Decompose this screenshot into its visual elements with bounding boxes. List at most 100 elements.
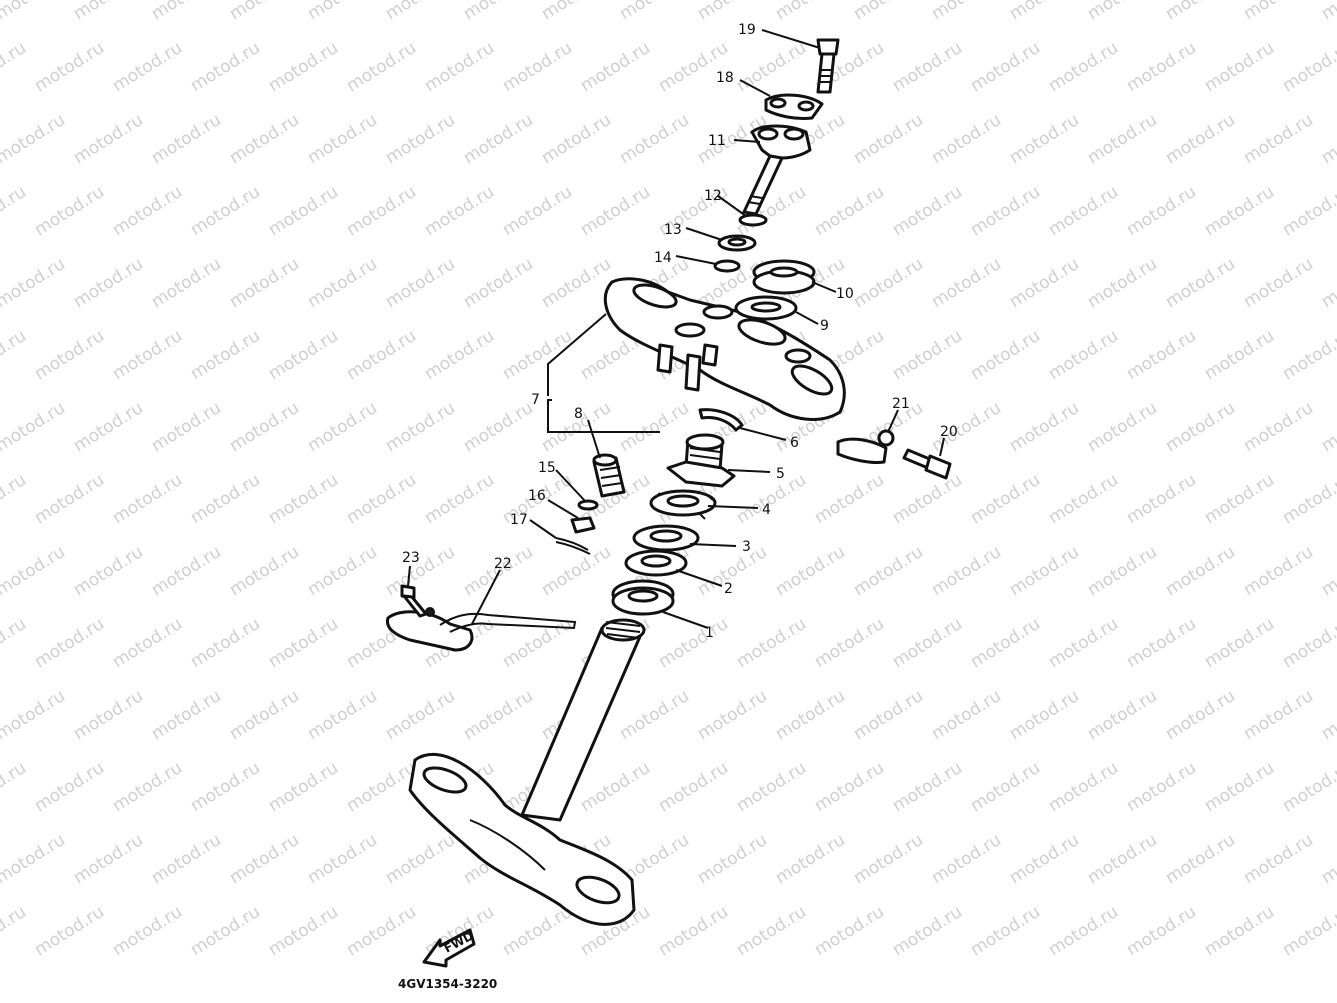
watermark-text: motod.ru	[0, 398, 69, 456]
watermark-text: motod.ru	[1162, 398, 1239, 456]
watermark-text: motod.ru	[811, 758, 888, 816]
watermark-text: motod.ru	[694, 830, 771, 888]
watermark-text: motod.ru	[1318, 0, 1337, 24]
callout-23: 23	[402, 550, 420, 566]
watermark-text: motod.ru	[1006, 686, 1083, 744]
watermark-text: motod.ru	[1006, 398, 1083, 456]
watermark-text: motod.ru	[0, 38, 30, 96]
watermark-text: motod.ru	[733, 902, 810, 960]
watermark-text: motod.ru	[1201, 902, 1278, 960]
race-2	[624, 549, 688, 577]
watermark-text: motod.ru	[928, 542, 1005, 600]
watermark-text: motod.ru	[382, 254, 459, 312]
watermark-text: motod.ru	[1162, 542, 1239, 600]
watermark-text: motod.ru	[967, 38, 1044, 96]
callout-21: 21	[892, 396, 910, 412]
callout-19: 19	[738, 22, 756, 38]
watermark-text: motod.ru	[616, 398, 693, 456]
callout-16: 16	[528, 488, 546, 504]
watermark-text: motod.ru	[265, 38, 342, 96]
watermark-text: motod.ru	[187, 38, 264, 96]
watermark-text: motod.ru	[304, 110, 381, 168]
watermark-text: motod.ru	[304, 686, 381, 744]
watermark-text: motod.ru	[148, 686, 225, 744]
watermark-text: motod.ru	[655, 758, 732, 816]
watermark-text: motod.ru	[421, 38, 498, 96]
watermark-text: motod.ru	[226, 830, 303, 888]
watermark-text: motod.ru	[1318, 110, 1337, 168]
watermark-text: motod.ru	[772, 830, 849, 888]
watermark-text: motod.ru	[421, 470, 498, 528]
watermark-text: motod.ru	[421, 326, 498, 384]
watermark-text: motod.ru	[0, 542, 69, 600]
watermark-text: motod.ru	[460, 398, 537, 456]
collar-14	[713, 259, 741, 273]
watermark-text: motod.ru	[1240, 254, 1317, 312]
watermark-text: motod.ru	[31, 326, 108, 384]
watermark-text: motod.ru	[694, 686, 771, 744]
callout-20: 20	[940, 424, 958, 440]
watermark-text: motod.ru	[109, 614, 186, 672]
watermark-text: motod.ru	[1162, 686, 1239, 744]
watermark-text: motod.ru	[226, 686, 303, 744]
callout-22: 22	[494, 556, 512, 572]
watermark-text: motod.ru	[70, 398, 147, 456]
upper-holder-18	[764, 93, 824, 120]
watermark-text: motod.ru	[1045, 470, 1122, 528]
watermark-text: motod.ru	[343, 38, 420, 96]
watermark-text: motod.ru	[538, 254, 615, 312]
watermark-text: motod.ru	[889, 902, 966, 960]
watermark-text: motod.ru	[811, 614, 888, 672]
watermark-text: motod.ru	[655, 902, 732, 960]
watermark-text: motod.ru	[382, 830, 459, 888]
watermark-text: motod.ru	[0, 686, 69, 744]
watermark-text: motod.ru	[1240, 110, 1317, 168]
watermark-text: motod.ru	[1045, 758, 1122, 816]
washer-9	[734, 295, 798, 321]
watermark-text: motod.ru	[1201, 614, 1278, 672]
callout-18: 18	[716, 70, 734, 86]
watermark-text: motod.ru	[1279, 182, 1337, 240]
watermark-text: motod.ru	[0, 326, 30, 384]
watermark-text: motod.ru	[811, 182, 888, 240]
watermark-text: motod.ru	[811, 470, 888, 528]
watermark-text: motod.ru	[1240, 830, 1317, 888]
watermark-text: motod.ru	[889, 614, 966, 672]
watermark-text: motod.ru	[382, 0, 459, 24]
watermark-text: motod.ru	[343, 758, 420, 816]
watermark-text: motod.ru	[31, 182, 108, 240]
watermark-text: motod.ru	[1240, 0, 1317, 24]
watermark-text: motod.ru	[850, 542, 927, 600]
callout-10: 10	[836, 286, 854, 302]
watermark-text: motod.ru	[70, 686, 147, 744]
watermark-text: motod.ru	[70, 542, 147, 600]
watermark-text: motod.ru	[1084, 830, 1161, 888]
watermark-text: motod.ru	[304, 398, 381, 456]
watermark-text: motod.ru	[1240, 398, 1317, 456]
watermark-text: motod.ru	[1279, 38, 1337, 96]
watermark-text: motod.ru	[109, 326, 186, 384]
lower-bracket-steering-stem	[408, 618, 646, 926]
watermark-text: motod.ru	[1318, 686, 1337, 744]
collar-8	[592, 453, 626, 498]
watermark-text: motod.ru	[928, 686, 1005, 744]
watermark-text: motod.ru	[148, 110, 225, 168]
watermark-text: motod.ru	[304, 542, 381, 600]
watermark-text: motod.ru	[1006, 830, 1083, 888]
bolt-20	[902, 448, 952, 480]
watermark-text: motod.ru	[0, 182, 30, 240]
leader-lines	[407, 29, 945, 629]
callout-8: 8	[574, 406, 583, 422]
watermark-text: motod.ru	[1162, 254, 1239, 312]
callout-14: 14	[654, 250, 672, 266]
watermark-text: motod.ru	[1201, 326, 1278, 384]
watermark-text: motod.ru	[31, 614, 108, 672]
cotter-pin-17	[555, 537, 591, 555]
watermark-text: motod.ru	[343, 470, 420, 528]
callout-12: 12	[704, 188, 722, 204]
watermark-text: motod.ru	[967, 758, 1044, 816]
watermark-text: motod.ru	[148, 254, 225, 312]
watermark-text: motod.ru	[1318, 542, 1337, 600]
watermark-text: motod.ru	[1045, 182, 1122, 240]
